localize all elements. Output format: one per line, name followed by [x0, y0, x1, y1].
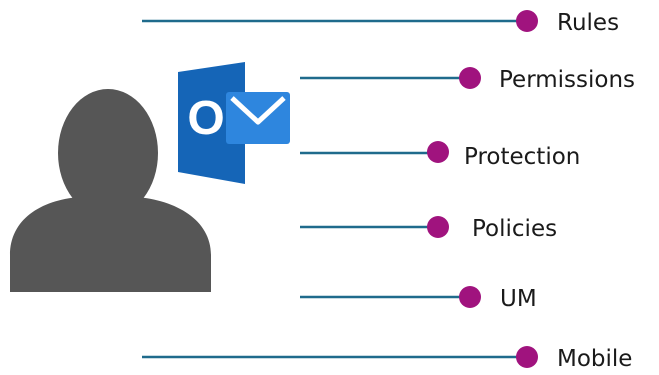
outlook-icon: O	[178, 62, 290, 184]
callout-dot	[459, 286, 481, 308]
user-body	[10, 197, 211, 292]
callout-label-um: UM	[500, 286, 537, 312]
callout-dot	[459, 67, 481, 89]
callout-label-protection: Protection	[464, 144, 580, 170]
callout-label-mobile: Mobile	[557, 346, 632, 372]
callout-dot	[427, 141, 449, 163]
callout-label-permissions: Permissions	[499, 67, 635, 93]
callout-label-rules: Rules	[557, 10, 619, 36]
callout-1: Permissions	[300, 67, 635, 93]
callout-3: Policies	[300, 216, 557, 242]
callout-5: Mobile	[142, 346, 632, 372]
user-head	[58, 89, 158, 217]
outlook-envelope-flap	[230, 96, 286, 125]
callout-label-policies: Policies	[472, 216, 557, 242]
callout-dot	[516, 346, 538, 368]
callout-dot	[427, 216, 449, 238]
user-silhouette-icon	[10, 89, 211, 292]
callout-dot	[516, 10, 538, 32]
outlook-letter: O	[187, 92, 224, 145]
callout-0: Rules	[142, 10, 619, 36]
callout-4: UM	[300, 286, 537, 312]
callout-2: Protection	[300, 141, 580, 170]
